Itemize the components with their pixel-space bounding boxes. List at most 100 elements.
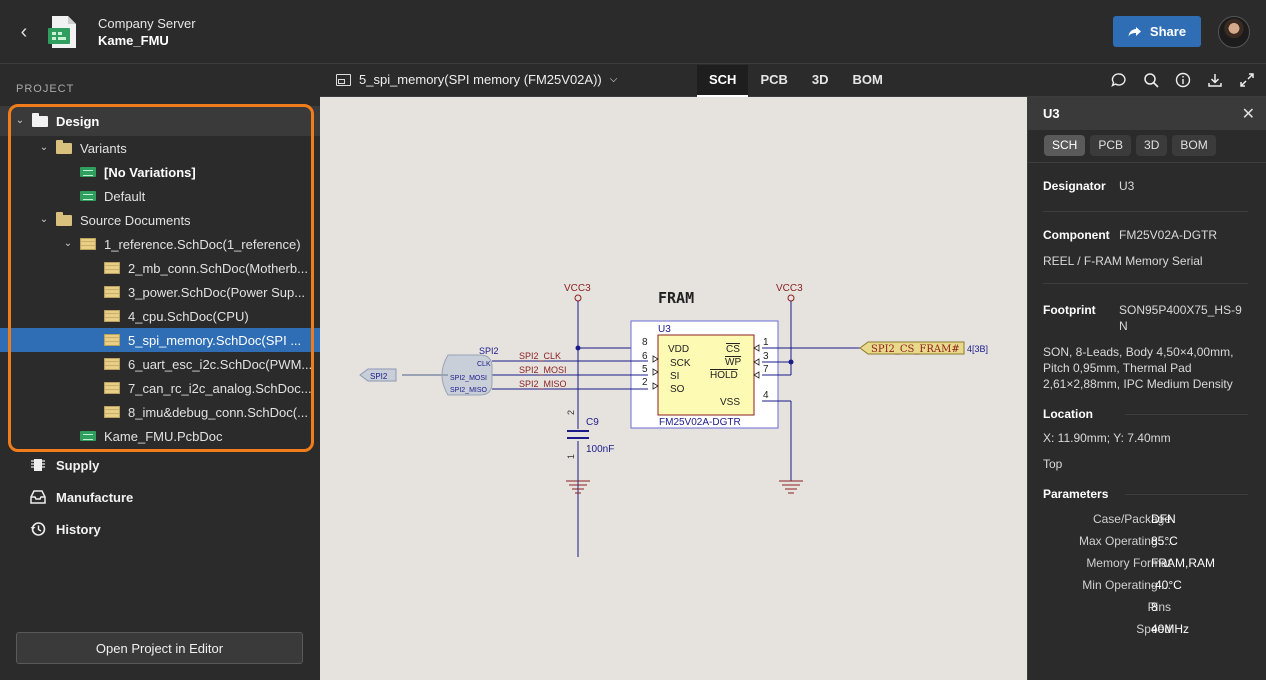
tree-item-variants[interactable]: ⌄ Variants	[0, 136, 320, 160]
tree-item-no-variations[interactable]: [No Variations]	[0, 160, 320, 184]
divider	[1125, 414, 1248, 415]
tree-item-source-documents[interactable]: ⌄ Source Documents	[0, 208, 320, 232]
footprint-label: Footprint	[1043, 303, 1096, 317]
component-body	[657, 334, 755, 416]
open-project-button[interactable]: Open Project in Editor	[16, 632, 303, 664]
bus-port-label: SPI2	[370, 372, 388, 381]
project-icon	[48, 16, 76, 48]
pin-name: SI	[670, 371, 679, 382]
schematic-icon	[80, 238, 96, 250]
tab-sch[interactable]: SCH	[697, 65, 749, 97]
vcc-label-right: VCC3	[776, 283, 803, 294]
chevron-down-icon[interactable]: ⌄	[39, 214, 49, 225]
fullscreen-icon[interactable]	[1238, 71, 1256, 89]
bus-label: SPI2	[479, 346, 499, 356]
right-pins: CS 1 WP 3 HOLD 7 VSS 4	[710, 337, 769, 408]
schematic-icon	[104, 334, 120, 346]
tree-item-doc2[interactable]: 2_mb_conn.SchDoc(Motherb...	[0, 256, 320, 280]
panel-tab-bom[interactable]: BOM	[1172, 135, 1216, 156]
project-name: Kame_FMU	[98, 33, 169, 48]
parameter-row: Speed 40MHz	[1028, 622, 1266, 644]
nav-label: Supply	[56, 457, 100, 473]
tree-label: 8_imu&debug_conn.SchDoc(...	[128, 404, 308, 420]
tree-label: 4_cpu.SchDoc(CPU)	[128, 308, 249, 324]
tree-label: Kame_FMU.PcbDoc	[104, 428, 223, 444]
location-label: Location	[1043, 407, 1093, 421]
panel-tab-3d[interactable]: 3D	[1136, 135, 1168, 156]
tree-item-doc3[interactable]: 3_power.SchDoc(Power Sup...	[0, 280, 320, 304]
chevron-down-icon[interactable]: ⌄	[63, 238, 73, 249]
tab-bom[interactable]: BOM	[852, 72, 883, 87]
bus-entry: SPI2_MISO	[450, 387, 488, 394]
back-icon[interactable]: ‹	[20, 21, 28, 43]
component-label: Component	[1043, 228, 1110, 242]
pin-number: 5	[642, 364, 648, 375]
chevron-down-icon[interactable]: ⌄	[15, 115, 25, 126]
comment-icon[interactable]	[1110, 71, 1128, 89]
divider	[1028, 162, 1266, 163]
cs-sheet-ref: 4[3B]	[967, 344, 988, 354]
component-ref: U3	[658, 324, 671, 335]
search-icon[interactable]	[1142, 71, 1160, 89]
designator-label: Designator	[1043, 179, 1106, 193]
project-title: Company Server Kame_FMU	[98, 15, 196, 49]
parameters-label: Parameters	[1043, 487, 1109, 501]
parameter-key: Pins	[1147, 600, 1171, 614]
tree-item-doc7[interactable]: 7_can_rc_i2c_analog.SchDoc...	[0, 376, 320, 400]
parameter-value: FRAM,RAM	[1151, 556, 1215, 570]
pin-name: HOLD	[710, 370, 738, 381]
pin-number: 4	[763, 390, 769, 401]
parameter-value: 8	[1151, 600, 1158, 614]
tree-item-doc4[interactable]: 4_cpu.SchDoc(CPU)	[0, 304, 320, 328]
chip-icon	[30, 457, 46, 473]
avatar[interactable]	[1218, 16, 1250, 48]
cs-port	[859, 341, 965, 355]
inbox-icon	[30, 489, 46, 505]
parameter-row: Min Operating ... -40°C	[1028, 578, 1266, 600]
pin-name: VSS	[720, 397, 740, 408]
panel-tab-pcb[interactable]: PCB	[1090, 135, 1132, 156]
toolbar-actions	[1110, 71, 1256, 89]
parameter-key: Min Operating ...	[1082, 578, 1171, 592]
tree-label: Source Documents	[80, 212, 191, 228]
pin-number: 7	[763, 364, 769, 375]
info-icon[interactable]	[1174, 71, 1192, 89]
tab-3d[interactable]: 3D	[811, 72, 829, 87]
nav-history[interactable]: History	[30, 521, 101, 537]
net-label: SPI2_MOSI	[519, 365, 567, 375]
tree-item-doc1[interactable]: ⌄ 1_reference.SchDoc(1_reference)	[0, 232, 320, 256]
nav-manufacture[interactable]: Manufacture	[30, 489, 133, 505]
share-button[interactable]: Share	[1113, 16, 1201, 47]
harness-connector	[441, 354, 493, 396]
panel-tab-sch[interactable]: SCH	[1044, 135, 1086, 156]
close-icon[interactable]: ✕	[1241, 106, 1255, 123]
tree-item-pcb[interactable]: Kame_FMU.PcbDoc	[0, 424, 320, 448]
tree-item-default[interactable]: Default	[0, 184, 320, 208]
tree-item-design[interactable]: ⌄ Design	[0, 106, 320, 136]
top-header: ‹ Company Server Kame_FMU Share	[0, 0, 1266, 64]
tree-label: 3_power.SchDoc(Power Sup...	[128, 284, 306, 300]
schematic-icon	[104, 286, 120, 298]
ground-icon	[779, 480, 803, 494]
footprint-description: SON, 8-Leads, Body 4,50×4,00mm, Pitch 0,…	[1043, 345, 1234, 391]
schematic-canvas[interactable]: VCC3 C9 100nF 2 1 FRAM U3 FM25V02A	[320, 97, 1027, 680]
tree-item-doc8[interactable]: 8_imu&debug_conn.SchDoc(...	[0, 400, 320, 424]
tree-label: Variants	[80, 140, 127, 156]
chevron-down-icon: ⌵	[609, 74, 618, 85]
tree-item-doc5[interactable]: 5_spi_memory.SchDoc(SPI ...	[0, 328, 320, 352]
pin-number: 1	[763, 337, 769, 348]
nav-supply[interactable]: Supply	[30, 457, 99, 473]
tree-item-doc6[interactable]: 6_uart_esc_i2c.SchDoc(PWM...	[0, 352, 320, 376]
document-name: 5_spi_memory(SPI memory (FM25V02A))	[359, 72, 602, 87]
download-icon[interactable]	[1206, 71, 1224, 89]
location-value: X: 11.90mm; Y: 7.40mm	[1043, 431, 1171, 445]
parameter-row: Pins 8	[1028, 600, 1266, 622]
tree-label: 7_can_rc_i2c_analog.SchDoc...	[128, 380, 312, 396]
nav-label: Manufacture	[56, 489, 134, 505]
document-selector[interactable]: 5_spi_memory(SPI memory (FM25V02A)) ⌵	[336, 72, 617, 87]
chevron-down-icon[interactable]: ⌄	[39, 142, 49, 153]
parameter-key: Max Operating ...	[1078, 534, 1171, 548]
tree-label: Design	[56, 113, 100, 129]
tab-pcb[interactable]: PCB	[760, 72, 788, 87]
panel-tabs: SCH PCB 3D BOM	[1044, 135, 1216, 156]
